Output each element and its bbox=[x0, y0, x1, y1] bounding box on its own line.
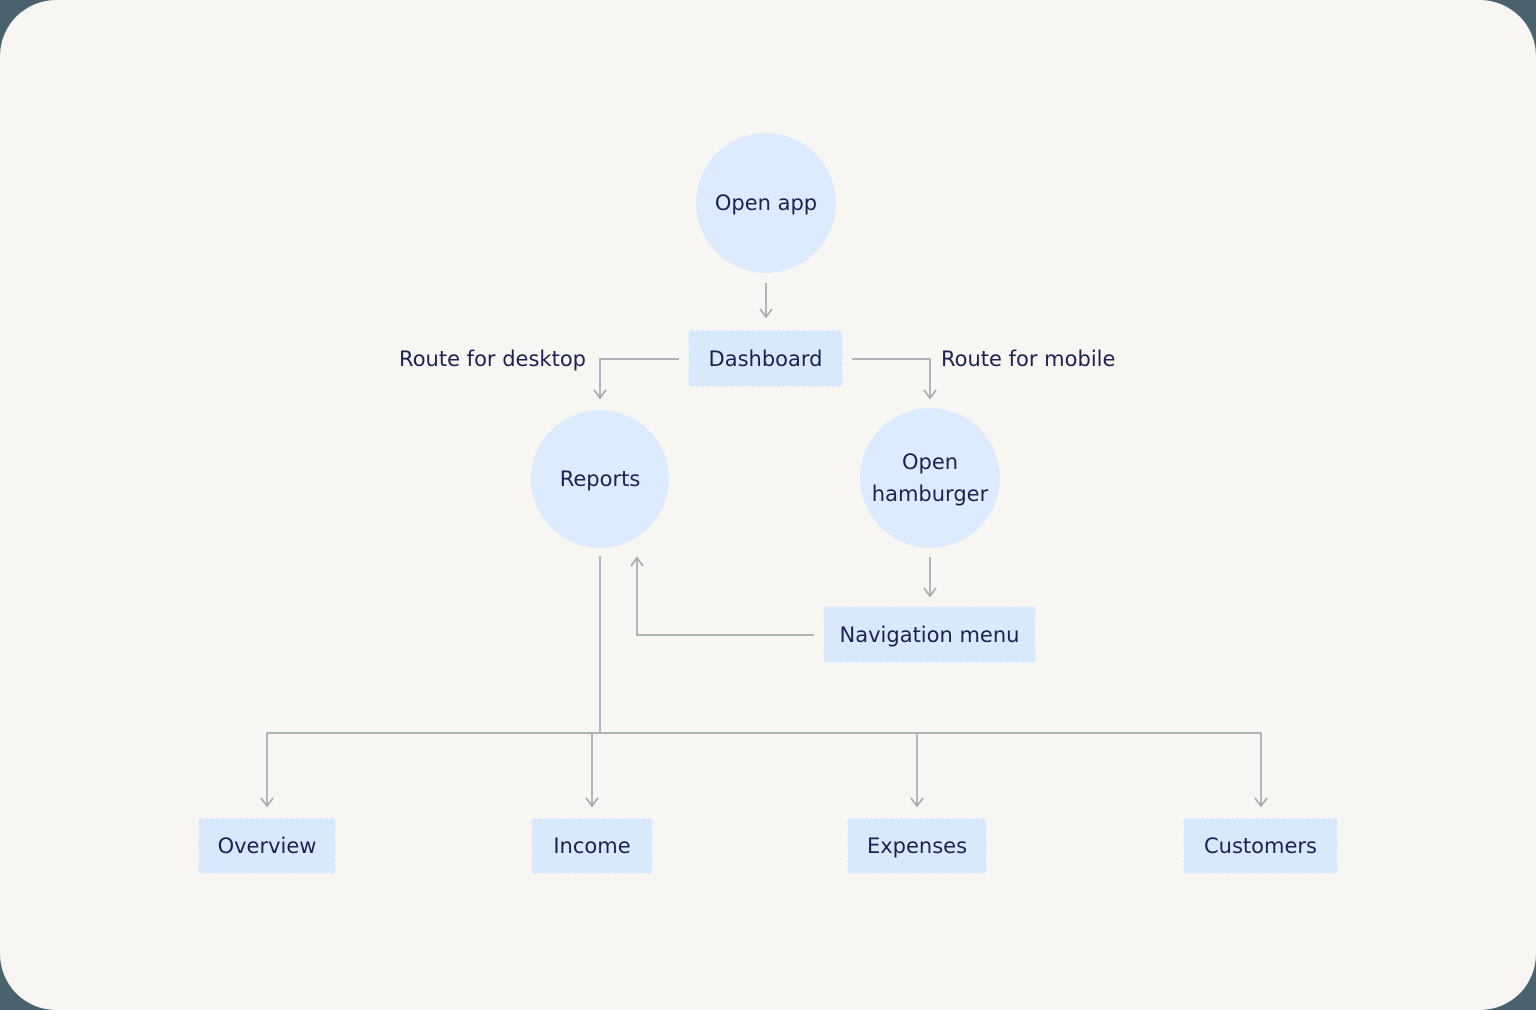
node-customers: Customers bbox=[1183, 818, 1338, 874]
node-open-hamburger: Open hamburger bbox=[860, 408, 1000, 548]
node-reports: Reports bbox=[531, 410, 669, 548]
edge-label-route-for-desktop: Route for desktop bbox=[399, 347, 586, 371]
edge-label-route-for-mobile: Route for mobile bbox=[941, 347, 1116, 371]
node-dashboard: Dashboard bbox=[688, 330, 843, 387]
node-expenses: Expenses bbox=[847, 818, 987, 874]
node-open-app: Open app bbox=[696, 133, 836, 273]
edge-dashboard-to-open-hamburger bbox=[852, 358, 937, 400]
edge-navigation-menu-to-reports bbox=[630, 556, 814, 636]
node-navigation-menu: Navigation menu bbox=[823, 606, 1036, 663]
edge-dashboard-to-reports bbox=[593, 358, 679, 400]
node-income: Income bbox=[531, 818, 653, 874]
node-overview: Overview bbox=[198, 818, 336, 874]
